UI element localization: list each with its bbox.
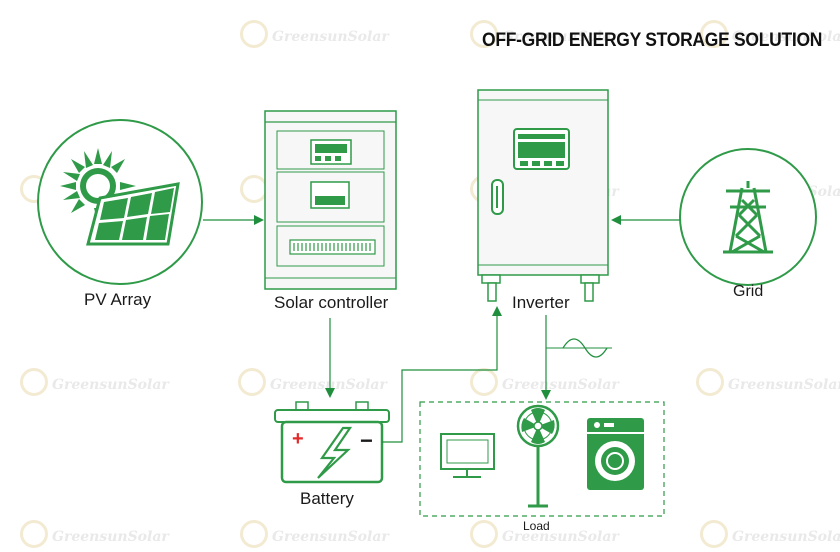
- ac-wave-icon: [546, 338, 612, 358]
- solar-controller-node: [264, 110, 397, 290]
- battery-minus-symbol: −: [360, 428, 373, 453]
- load-label: Load: [523, 519, 550, 533]
- grid-node: [679, 148, 817, 286]
- watermark: GreensunSolar: [700, 520, 840, 548]
- solar-controller-label: Solar controller: [274, 293, 389, 312]
- terminal-strip-icon: [289, 239, 376, 255]
- pv-array-node: [37, 119, 203, 285]
- lightning-icon: [317, 426, 353, 479]
- grid-label: Grid: [733, 283, 764, 300]
- watermark: GreensunSolar: [470, 520, 619, 548]
- connections: [203, 215, 680, 443]
- watermark: GreensunSolar: [238, 368, 387, 396]
- page-title: OFF-GRID ENERGY STORAGE SOLUTION: [482, 30, 823, 51]
- transmission-tower-icon: [723, 181, 773, 254]
- battery-node: [274, 401, 390, 484]
- pv-array-label: PV Array: [84, 290, 152, 309]
- watermark: GreensunSolar: [700, 20, 840, 48]
- sun-icon: [60, 148, 136, 224]
- watermark: GreensunSolar: [20, 520, 169, 548]
- battery-to-inverter-arrow: [382, 306, 502, 443]
- breaker-icon: [310, 181, 350, 209]
- watermark: GreensunSolar: [20, 368, 169, 396]
- monitor-icon: [440, 433, 495, 478]
- watermark: GreensunSolar: [240, 20, 389, 48]
- inverter-node: [477, 89, 609, 302]
- watermark: GreensunSolar: [470, 368, 619, 396]
- battery-plus-symbol: +: [292, 428, 304, 450]
- controller-display-icon: [310, 139, 352, 165]
- load-panel: [419, 401, 665, 517]
- battery-label: Battery: [300, 489, 354, 508]
- inverter-display-icon: [513, 128, 570, 170]
- watermark: GreensunSolar: [470, 20, 619, 48]
- watermark: GreensunSolar: [240, 520, 389, 548]
- washing-machine-icon: [587, 418, 644, 490]
- fan-icon: [516, 404, 560, 508]
- solar-panel-icon: [86, 182, 180, 246]
- door-handle-icon: [491, 179, 504, 215]
- inverter-label: Inverter: [512, 293, 570, 312]
- watermark: GreensunSolar: [696, 368, 840, 396]
- cabinet-feet: [481, 274, 600, 302]
